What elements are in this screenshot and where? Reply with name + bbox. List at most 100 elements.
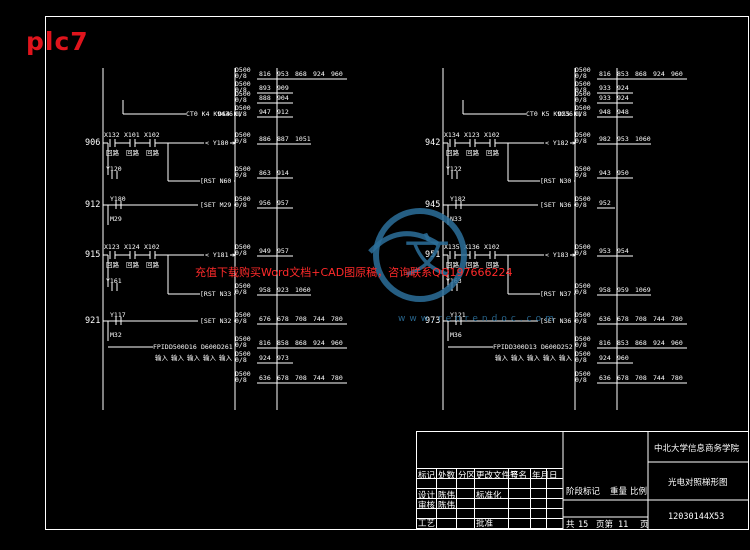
contact-note: 回路 (466, 260, 480, 269)
register-sub: 0/8 (235, 317, 247, 325)
function-block-operand: D261 (217, 343, 233, 351)
col-header: 标记 (418, 470, 436, 481)
register-value: 924 (653, 339, 665, 347)
contact-note: 回路 (486, 148, 500, 157)
function-block-note: 输入 (559, 353, 573, 362)
design-row-cell: 标准化 (476, 490, 502, 501)
timer-tag-label: DS4 K1 (218, 110, 242, 118)
register-sub: 0/8 (575, 341, 587, 349)
stage-header: 重量 (610, 486, 628, 497)
watermark-logo-icon: 文 (368, 208, 467, 302)
register-value: 953 (277, 70, 289, 78)
register-label: D500 (575, 66, 591, 74)
register-value: 960 (617, 354, 629, 362)
seal-contact-label: Y161 (106, 277, 122, 285)
seal-contact-label: Y122 (446, 165, 462, 173)
drawing-title: 光电对照梯形图 (668, 477, 728, 488)
reset-instruction: [RST N60 (200, 177, 231, 185)
register-value: 924 (599, 354, 611, 362)
register-value: 744 (653, 374, 665, 382)
register-label: D500 (575, 195, 591, 203)
register-sub: 0/8 (235, 171, 247, 179)
contact-label: X123 (104, 243, 120, 251)
register-value: 982 (599, 135, 611, 143)
function-block-note: 输入 (495, 353, 509, 362)
sheet-info: 页 (640, 520, 649, 530)
register-sub: 0/8 (575, 171, 587, 179)
seal-contact-label: Y120 (106, 165, 122, 173)
register-value: 912 (277, 108, 289, 116)
register-sub: 0/8 (235, 201, 247, 209)
school-name: 中北大学信息商务学院 (654, 443, 740, 454)
register-value: 853 (617, 70, 629, 78)
reset-instruction: [RST N30 (540, 177, 571, 185)
reset-instruction: [RST N33 (200, 290, 231, 298)
register-value: 863 (259, 169, 271, 177)
register-value: 933 (599, 94, 611, 102)
contact-label: X134 (444, 131, 460, 139)
register-value: 957 (277, 199, 289, 207)
register-label: D500 (235, 66, 251, 74)
rung-number: 915 (85, 250, 100, 260)
timer-block-label: CT0 K4 K9436 (186, 110, 233, 118)
contact-label: X102 (484, 243, 500, 251)
function-block-operand: D500 (169, 343, 185, 351)
register-label: D500 (575, 311, 591, 319)
contact-note: 回路 (146, 260, 160, 269)
function-block-operand: D600 (201, 343, 217, 351)
register-value: 948 (617, 108, 629, 116)
contact-note: 回路 (146, 148, 160, 157)
contact-label: X102 (144, 243, 160, 251)
register-value: 933 (599, 84, 611, 92)
rung-number: 942 (425, 138, 440, 148)
function-block-operand: D600 (541, 343, 557, 351)
register-value: 744 (313, 374, 325, 382)
register-value: 678 (617, 374, 629, 382)
register-sub: 0/8 (575, 249, 587, 257)
register-value: 780 (331, 315, 343, 323)
register-value: 909 (277, 84, 289, 92)
function-block-note: 输入 (527, 353, 541, 362)
register-value: 924 (617, 84, 629, 92)
coil-label: < Y180 > (205, 139, 236, 147)
register-value: 924 (259, 354, 271, 362)
sheet-info: 11 (618, 520, 628, 530)
contact-note: 回路 (106, 148, 120, 157)
craft-row-cell: 批准 (476, 518, 494, 529)
register-value: 816 (599, 339, 611, 347)
stage-header: 比例 (630, 486, 647, 497)
register-value: 914 (277, 169, 289, 177)
function-block-operand: FPID (493, 343, 509, 351)
register-label: D500 (235, 131, 251, 139)
register-label: D500 (575, 335, 591, 343)
register-sub: 0/8 (575, 72, 587, 80)
register-sub: 0/8 (575, 96, 587, 104)
register-sub: 0/8 (575, 317, 587, 325)
coil-label: < Y181 > (205, 251, 236, 259)
register-value: 887 (277, 135, 289, 143)
register-value: 816 (599, 70, 611, 78)
contact-note: 回路 (446, 148, 460, 157)
register-value: 973 (277, 354, 289, 362)
stage-header: 阶段标记 (566, 486, 601, 497)
register-value: 853 (617, 339, 629, 347)
register-label: D500 (235, 335, 251, 343)
rung-number: 921 (85, 316, 100, 326)
register-label: D500 (575, 90, 591, 98)
function-block-operand: D300 (509, 343, 525, 351)
register-label: D500 (235, 243, 251, 251)
register-label: D500 (575, 350, 591, 358)
timer-block-label: CT0 K5 K9236 (526, 110, 573, 118)
register-sub: 0/8 (575, 201, 587, 209)
contact-label: X135 (444, 243, 460, 251)
rung-number: 951 (425, 250, 440, 260)
sheet-info: 15 (578, 520, 588, 530)
rung-contact-label: Y121 (450, 311, 466, 319)
register-value: 924 (653, 70, 665, 78)
register-value: 960 (671, 339, 683, 347)
register-value: 893 (259, 84, 271, 92)
register-value: 943 (599, 169, 611, 177)
register-value: 816 (259, 339, 271, 347)
title-block: 标记处数分区更改文件号签名年月日设计陈伟标准化审核陈伟工艺批准阶段标记重量比例共… (416, 431, 749, 530)
